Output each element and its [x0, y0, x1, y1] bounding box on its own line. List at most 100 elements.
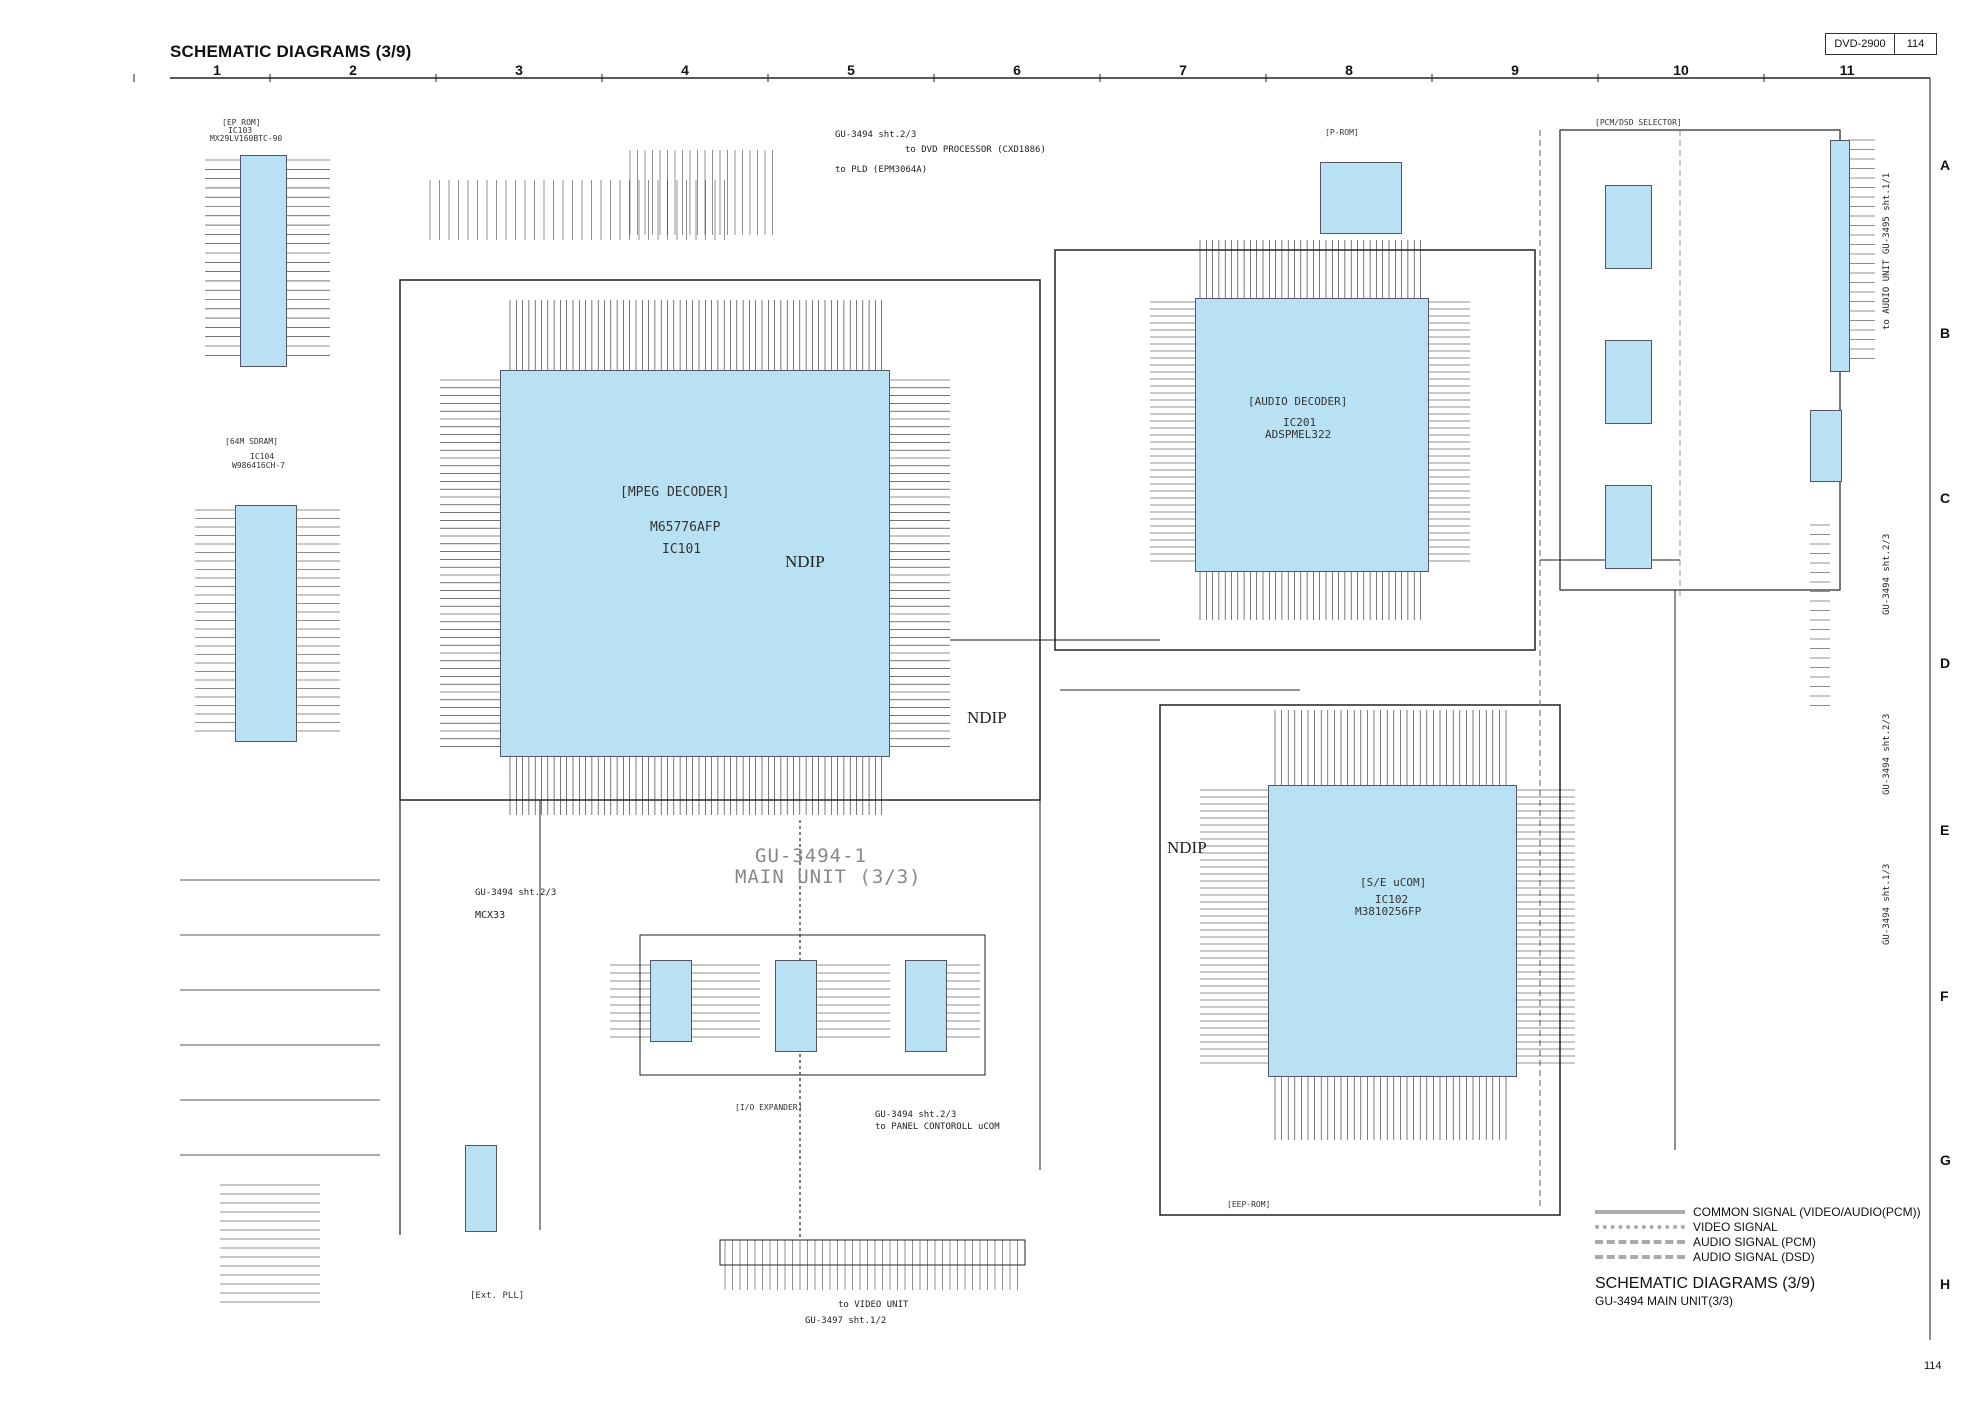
- signal-legend: COMMON SIGNAL (VIDEO/AUDIO(PCM))VIDEO SI…: [1595, 1204, 1921, 1264]
- sdram-part: W986416CH-7: [232, 461, 285, 470]
- ndip-label-2: NDIP: [967, 708, 1007, 727]
- wire-frame: [399, 279, 1041, 801]
- ref-right-3: GU-3494 sht.1/3: [1882, 863, 1892, 945]
- row-H: H: [1940, 1276, 1951, 1292]
- audio-decoder-chip: [1195, 298, 1429, 572]
- io-expander-chip-1: [650, 960, 692, 1042]
- legend-label: VIDEO SIGNAL: [1693, 1219, 1778, 1234]
- page-title: SCHEMATIC DIAGRAMS (3/9): [170, 42, 412, 61]
- column-10: 10: [1673, 62, 1689, 78]
- column-5: 5: [847, 62, 855, 78]
- selector-chip-3: [1605, 485, 1652, 569]
- column-2: 2: [349, 62, 357, 78]
- selector-chip-2: [1605, 340, 1652, 424]
- ref-to-dvd: to DVD PROCESSOR (CXD1886): [905, 145, 1046, 155]
- prom-title: [P-ROM]: [1325, 128, 1359, 137]
- row-B: B: [1940, 325, 1951, 341]
- audio-decoder-title: [AUDIO DECODER]: [1248, 395, 1348, 408]
- wire-frame: [1159, 704, 1561, 1216]
- ref-gu-d: GU-3497 sht.1/2: [805, 1316, 887, 1326]
- mpeg-decoder-chip: [500, 370, 890, 757]
- ucom-chip: [1268, 785, 1517, 1077]
- prom-chip: [1320, 162, 1402, 234]
- model-number: DVD-2900: [1826, 34, 1895, 54]
- row-G: G: [1940, 1152, 1951, 1168]
- wire-frame: [639, 934, 986, 1076]
- pll-chip: [465, 1145, 497, 1232]
- page-number-top: 114: [1906, 38, 1925, 50]
- eep-rom-title: [EEP-ROM]: [1227, 1200, 1271, 1209]
- selector-chip-1: [1605, 185, 1652, 269]
- ref-to-video: to VIDEO UNIT: [838, 1300, 909, 1310]
- io-expander-chip-2: [775, 960, 817, 1052]
- column-9: 9: [1511, 62, 1519, 78]
- row-F: F: [1940, 988, 1949, 1004]
- ref-gu-a: GU-3494 sht.2/3: [835, 130, 917, 140]
- ucom-ref: IC102: [1375, 893, 1409, 906]
- footer: SCHEMATIC DIAGRAMS (3/9) GU-3494 MAIN UN…: [1595, 1275, 1815, 1308]
- row-A: A: [1940, 157, 1951, 173]
- ndip-label-3: NDIP: [1167, 838, 1207, 857]
- ref-audio-unit: to AUDIO UNIT GU-3495 sht.1/1: [1882, 172, 1892, 330]
- audio-decoder-ref: IC201: [1283, 416, 1317, 429]
- legend-label: COMMON SIGNAL (VIDEO/AUDIO(PCM)): [1693, 1204, 1921, 1219]
- legend-label: AUDIO SIGNAL (DSD): [1693, 1249, 1815, 1264]
- legend-item: AUDIO SIGNAL (DSD): [1595, 1249, 1921, 1264]
- legend-item: VIDEO SIGNAL: [1595, 1219, 1921, 1234]
- row-D: D: [1940, 655, 1951, 671]
- column-1: 1: [213, 62, 221, 78]
- ep-rom-title: [EP ROM]: [222, 118, 261, 127]
- ep-rom-chip: [240, 155, 287, 367]
- ref-mcx: MCX33: [475, 910, 506, 921]
- column-11: 11: [1839, 62, 1855, 78]
- column-6: 6: [1013, 62, 1021, 78]
- ref-right-2: GU-3494 sht.2/3: [1882, 713, 1892, 795]
- selector-chip-4: [1810, 410, 1842, 482]
- page-number-bottom: 114: [1924, 1360, 1942, 1372]
- selector-title: [PCM/DSD SELECTOR]: [1595, 118, 1682, 127]
- mpeg-decoder-part: M65776AFP: [650, 520, 721, 535]
- sdram-chip: [235, 505, 297, 742]
- ref-right-1: GU-3494 sht.2/3: [1882, 533, 1892, 615]
- wire-frame: [719, 1239, 1026, 1266]
- footer-title: SCHEMATIC DIAGRAMS (3/9): [1595, 1275, 1816, 1292]
- mpeg-decoder-title: [MPEG DECODER]: [620, 485, 730, 500]
- column-8: 8: [1345, 62, 1353, 78]
- ref-gu-c: GU-3494 sht.2/3: [875, 1110, 957, 1120]
- model-page-box: DVD-2900 114: [1825, 33, 1937, 55]
- io-expander-chip-3: [905, 960, 947, 1052]
- column-3: 3: [515, 62, 523, 78]
- legend-line: [1595, 1209, 1685, 1214]
- board-name: GU-3494-1: [755, 845, 867, 867]
- wire-frame: [1559, 129, 1841, 591]
- legend-item: COMMON SIGNAL (VIDEO/AUDIO(PCM)): [1595, 1204, 1921, 1219]
- row-E: E: [1940, 822, 1950, 838]
- connector-right: [1830, 140, 1850, 372]
- ep-rom-ref: IC103: [228, 126, 253, 135]
- legend-line: [1595, 1224, 1685, 1229]
- io-expander-title: [I/O EXPANDER]: [735, 1103, 803, 1112]
- legend-label: AUDIO SIGNAL (PCM): [1693, 1234, 1816, 1249]
- wire-frame: [1054, 249, 1536, 651]
- board-subtitle: MAIN UNIT (3/3): [735, 866, 922, 888]
- row-C: C: [1940, 490, 1951, 506]
- ref-to-pld: to PLD (EPM3064A): [835, 165, 928, 175]
- legend-line: [1595, 1254, 1685, 1259]
- column-4: 4: [681, 62, 689, 78]
- legend-line: [1595, 1239, 1685, 1244]
- ndip-label-1: NDIP: [785, 552, 825, 571]
- sdram-title: [64M SDRAM]: [225, 437, 278, 446]
- sdram-ref: IC104: [250, 452, 275, 461]
- ucom-title: [S/E uCOM]: [1360, 876, 1427, 889]
- mpeg-decoder-ref: IC101: [662, 542, 702, 557]
- ref-to-panel: to PANEL CONTOROLL uCOM: [875, 1122, 1000, 1132]
- ref-gu-b: GU-3494 sht.2/3: [475, 888, 557, 898]
- legend-item: AUDIO SIGNAL (PCM): [1595, 1234, 1921, 1249]
- ucom-part: M3810256FP: [1355, 905, 1422, 918]
- pll-title: [Ext. PLL]: [470, 1291, 525, 1301]
- ep-rom-part: MX29LV160BTC-90: [210, 134, 283, 143]
- footer-subtitle: GU-3494 MAIN UNIT(3/3): [1595, 1294, 1734, 1308]
- audio-decoder-part: ADSPMEL322: [1265, 428, 1332, 441]
